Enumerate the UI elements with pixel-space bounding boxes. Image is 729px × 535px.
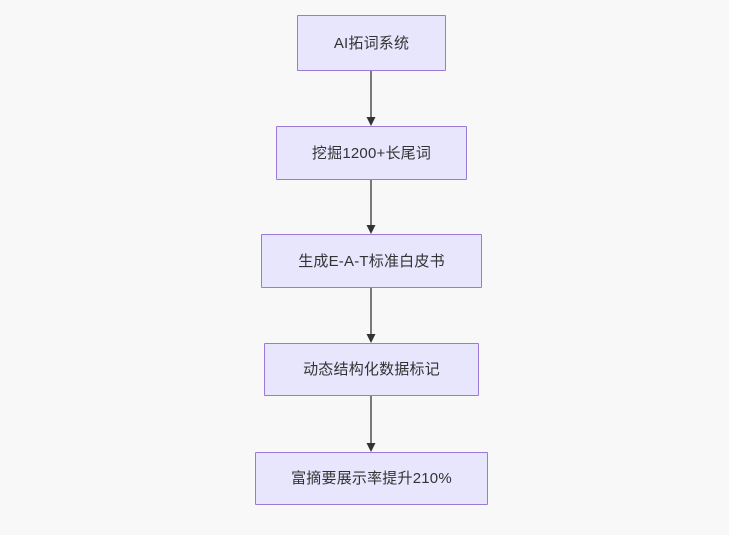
arrow-down-icon — [366, 71, 376, 126]
arrow-down-icon — [366, 288, 376, 343]
arrow-down-icon — [366, 396, 376, 452]
flow-edge-n1-to-n2 — [362, 71, 380, 126]
flow-node-n4[interactable]: 动态结构化数据标记 — [264, 343, 479, 396]
flow-edge-n3-to-n4 — [362, 288, 380, 343]
flow-node-n2[interactable]: 挖掘1200+长尾词 — [276, 126, 467, 180]
flow-node-n1[interactable]: AI拓词系统 — [297, 15, 446, 71]
flow-edge-n4-to-n5 — [362, 396, 380, 452]
flow-node-n5[interactable]: 富摘要展示率提升210% — [255, 452, 488, 505]
arrow-down-icon — [366, 180, 376, 234]
flow-node-label: 生成E-A-T标准白皮书 — [298, 252, 445, 270]
flow-node-label: AI拓词系统 — [333, 34, 410, 52]
flow-node-label: 动态结构化数据标记 — [303, 361, 440, 378]
flow-node-label: 富摘要展示率提升210% — [291, 470, 452, 487]
flow-node-n3[interactable]: 生成E-A-T标准白皮书 — [261, 234, 482, 288]
flow-node-label: 挖掘1200+长尾词 — [311, 144, 432, 162]
flow-edge-n2-to-n3 — [362, 180, 380, 234]
